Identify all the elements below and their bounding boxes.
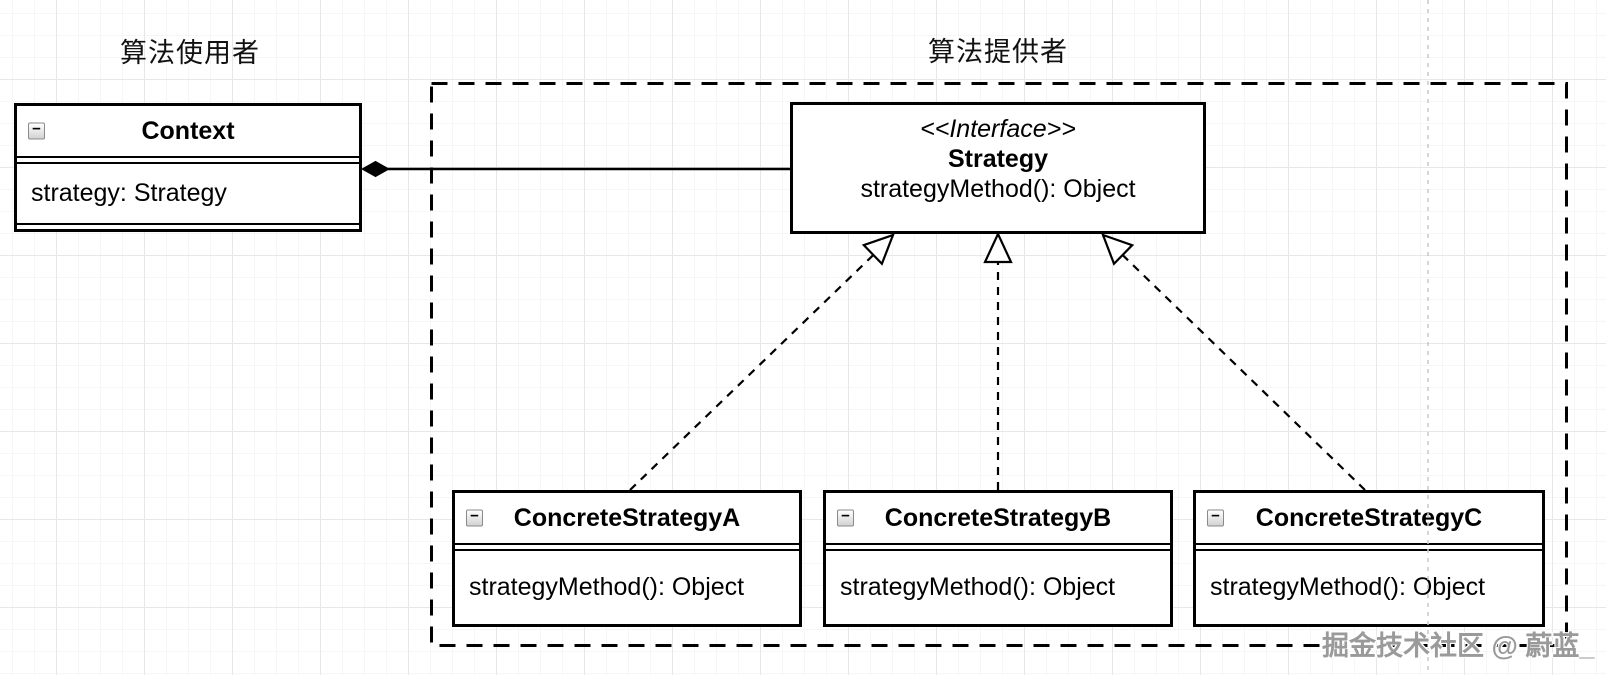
collapse-icon[interactable]: − — [466, 509, 483, 527]
realization-link-c[interactable] — [1102, 235, 1366, 491]
empty-compartment — [17, 158, 359, 164]
class-context-name: Context — [141, 116, 235, 145]
class-concrete-strategy-c[interactable]: − ConcreteStrategyC strategyMethod(): Ob… — [1193, 490, 1545, 627]
class-concrete-a-title-bar: − ConcreteStrategyA — [455, 493, 799, 545]
watermark: 掘金技术社区 @ 蔚蓝_ — [1322, 631, 1595, 661]
class-concrete-a-operations: strategyMethod(): Object — [455, 551, 799, 624]
class-concrete-c-name: ConcreteStrategyC — [1255, 503, 1483, 532]
class-concrete-strategy-b[interactable]: − ConcreteStrategyB strategyMethod(): Ob… — [823, 490, 1173, 627]
operation-text: strategyMethod(): Object — [1210, 573, 1486, 601]
provider-boundary-box[interactable] — [430, 82, 1568, 647]
interface-stereotype: <<Interface>> — [920, 115, 1076, 143]
interface-strategy[interactable]: <<Interface>> Strategy strategyMethod():… — [790, 102, 1206, 234]
operation-text: strategyMethod(): Object — [469, 573, 745, 601]
operation-text: strategyMethod(): Object — [840, 573, 1116, 601]
class-context-title-bar: − Context — [17, 106, 359, 158]
class-concrete-b-name: ConcreteStrategyB — [884, 503, 1112, 532]
class-concrete-a-name: ConcreteStrategyA — [513, 503, 741, 532]
realization-link-a[interactable] — [629, 235, 894, 491]
class-concrete-b-title-bar: − ConcreteStrategyB — [826, 493, 1170, 545]
realization-arrowhead-a-icon — [861, 233, 895, 266]
collapse-icon[interactable]: − — [1207, 509, 1224, 527]
realization-arrowhead-b-icon — [983, 231, 1013, 264]
consumer-zone-label: 算法使用者 — [120, 38, 260, 68]
class-concrete-c-operations: strategyMethod(): Object — [1196, 551, 1542, 624]
collapse-icon[interactable]: − — [28, 122, 45, 140]
class-concrete-c-title-bar: − ConcreteStrategyC — [1196, 493, 1542, 545]
realization-arrowhead-c-icon — [1101, 233, 1135, 266]
collapse-icon[interactable]: − — [837, 509, 854, 527]
interface-strategy-name: Strategy — [947, 145, 1049, 173]
interface-operation: strategyMethod(): Object — [860, 175, 1136, 203]
composition-diamond-icon — [360, 160, 391, 178]
empty-compartment — [17, 222, 359, 230]
class-context[interactable]: − Context strategy: Strategy — [14, 103, 362, 232]
provider-zone-label: 算法提供者 — [928, 37, 1068, 67]
empty-compartment — [826, 545, 1170, 551]
class-concrete-b-operations: strategyMethod(): Object — [826, 551, 1170, 624]
empty-compartment — [1196, 545, 1542, 551]
class-concrete-strategy-a[interactable]: − ConcreteStrategyA strategyMethod(): Ob… — [452, 490, 802, 627]
empty-compartment — [455, 545, 799, 551]
attribute-text: strategy: Strategy — [31, 178, 227, 207]
class-context-attributes: strategy: Strategy — [17, 164, 359, 223]
